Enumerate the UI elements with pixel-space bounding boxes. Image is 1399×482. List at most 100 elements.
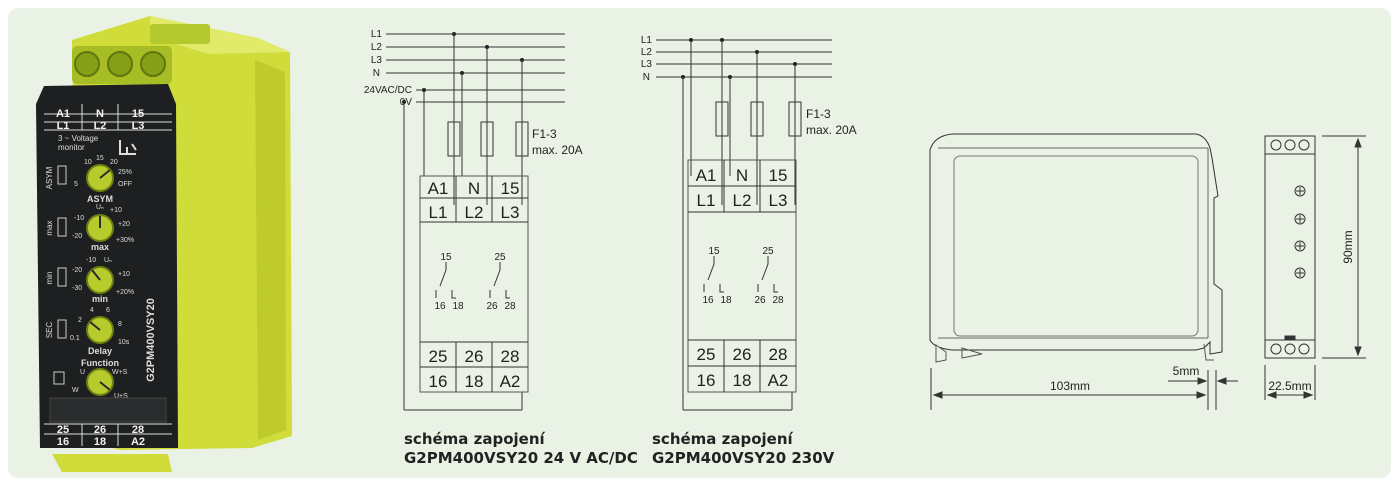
bus-label: L3 [371, 55, 383, 66]
max-knob-group: max Uₙ +10 -10 +20 -20 +30% max [45, 204, 134, 252]
caption-dc: schéma zapojení G2PM400VSY20 24 V AC/DC [404, 430, 638, 468]
caption-dc-line2: G2PM400VSY20 24 V AC/DC [404, 449, 638, 467]
caption-ac: schéma zapojení G2PM400VSY20 230V [652, 430, 834, 468]
terminal-label: 26 [465, 347, 484, 366]
device-front-panel [36, 84, 178, 448]
svg-text:4: 4 [90, 307, 94, 314]
svg-text:-10: -10 [74, 215, 84, 222]
contact-label: 16 [434, 301, 446, 312]
terminal-label: L1 [697, 191, 716, 210]
front-view-outline [1264, 135, 1316, 359]
relay-contact-icon [489, 262, 510, 299]
terminal-label: 26 [733, 345, 752, 364]
svg-text:6: 6 [106, 307, 110, 314]
svg-text:+20: +20 [118, 221, 130, 228]
terminal-label: 25 [697, 345, 716, 364]
svg-text:ASYM: ASYM [87, 194, 113, 204]
bus-label: L1 [371, 29, 383, 40]
caption-dc-line1: schéma zapojení [404, 430, 545, 448]
terminal-label: 18 [733, 371, 752, 390]
fuse-label: max. 20A [532, 143, 583, 157]
side-view-outline [929, 133, 1223, 355]
terminal-label: L3 [769, 191, 788, 210]
dimension-height-label: 90mm [1341, 230, 1355, 263]
svg-text:Function: Function [81, 358, 119, 368]
dimension-front-width-label: 22.5mm [1268, 379, 1311, 393]
caption-ac-line2: G2PM400VSY20 230V [652, 449, 835, 467]
terminal-label: L2 [733, 191, 752, 210]
bottom-terminal-label: 18 [94, 436, 106, 448]
device-photo: A1 N 15 L1 L2 L3 3 ~ Voltage monitor ASY… [36, 16, 292, 472]
wiring-diagram-dc: L1 L2 L3 N 24VAC/DC 0V F1-3 max. 20A [364, 29, 583, 411]
svg-text:U+S: U+S [114, 393, 128, 400]
svg-text:10s: 10s [118, 339, 130, 346]
terminal-label: A1 [428, 179, 449, 198]
relay-icon [53, 371, 65, 385]
svg-text:max: max [45, 220, 54, 235]
screw-icon [140, 51, 166, 77]
bottom-terminal-label: 28 [132, 424, 144, 436]
knob-marker-icon [1294, 185, 1306, 279]
contact-label: 28 [772, 295, 784, 306]
svg-text:-20: -20 [72, 233, 82, 240]
bus-label: L2 [641, 47, 653, 58]
wiring-diagram-230: L1 L2 L3 N F1-3 max. 20A [641, 35, 857, 411]
contact-label: 28 [504, 301, 516, 312]
contact-label: 16 [702, 295, 714, 306]
svg-text:Uₙ: Uₙ [104, 257, 112, 264]
relay-contact-icon [757, 256, 778, 293]
svg-text:20: 20 [110, 159, 118, 166]
terminal-label: 25 [429, 347, 448, 366]
svg-text:Uₙ: Uₙ [96, 204, 104, 211]
top-terminal-label: L1 [57, 120, 70, 132]
fuse-label: max. 20A [806, 123, 857, 137]
top-terminal-label: 15 [132, 108, 144, 120]
caption-ac-line1: schéma zapojení [652, 430, 793, 448]
min-knob-group: min -10 Uₙ -20 +10 -30 +20% min [45, 257, 134, 304]
terminal-label: L2 [465, 203, 484, 222]
contact-label: 25 [762, 246, 774, 257]
terminal-label: 28 [769, 345, 788, 364]
terminal-label: 15 [769, 166, 788, 185]
screw-icon [107, 51, 133, 77]
bus-label: N [373, 68, 380, 79]
svg-text:OFF: OFF [118, 181, 132, 188]
svg-text:SEC: SEC [45, 322, 54, 339]
relay-body [419, 175, 529, 393]
device-model-label: G2PM400VSY20 [145, 298, 157, 382]
bus-label: 0V [400, 97, 413, 108]
svg-text:2: 2 [78, 317, 82, 324]
top-terminal-label: A1 [56, 108, 70, 120]
svg-text:+10: +10 [110, 207, 122, 214]
terminal-label: 16 [429, 372, 448, 391]
dimension-front-view: 22.5mm 90mm [1264, 135, 1366, 400]
bus-label: L3 [641, 59, 653, 70]
svg-text:0.1: 0.1 [70, 335, 80, 342]
terminal-label: L3 [501, 203, 520, 222]
terminal-label: A2 [500, 372, 521, 391]
svg-text:8: 8 [118, 321, 122, 328]
svg-text:5: 5 [74, 181, 78, 188]
svg-text:min: min [92, 294, 108, 304]
top-terminal-label: N [96, 108, 104, 120]
bottom-terminal-label: 26 [94, 424, 106, 436]
asym-knob-group: ASYM 10 15 20 25% 5 OFF ASYM [45, 155, 132, 204]
delay-knob-group: SEC 4 6 2 8 0.1 10s Delay [45, 307, 130, 356]
terminal-label: L1 [429, 203, 448, 222]
contact-label: 26 [754, 295, 766, 306]
bottom-terminal-label: A2 [131, 436, 145, 448]
svg-text:W+S: W+S [112, 369, 128, 376]
bottom-terminal-label: 16 [57, 436, 69, 448]
terminal-label: 16 [697, 371, 716, 390]
contact-label: 25 [494, 252, 506, 263]
terminal-label: N [736, 166, 748, 185]
svg-text:max: max [91, 242, 109, 252]
contact-label: 26 [486, 301, 498, 312]
svg-text:15: 15 [96, 155, 104, 162]
dimension-side-view: 103mm 5mm [929, 133, 1238, 410]
function-knob-group: Function U W+S W U+S [53, 358, 128, 400]
contact-label: 18 [452, 301, 464, 312]
svg-text:+10: +10 [118, 271, 130, 278]
brand-logo-icon [119, 140, 137, 155]
device-subtitle: monitor [58, 143, 85, 152]
